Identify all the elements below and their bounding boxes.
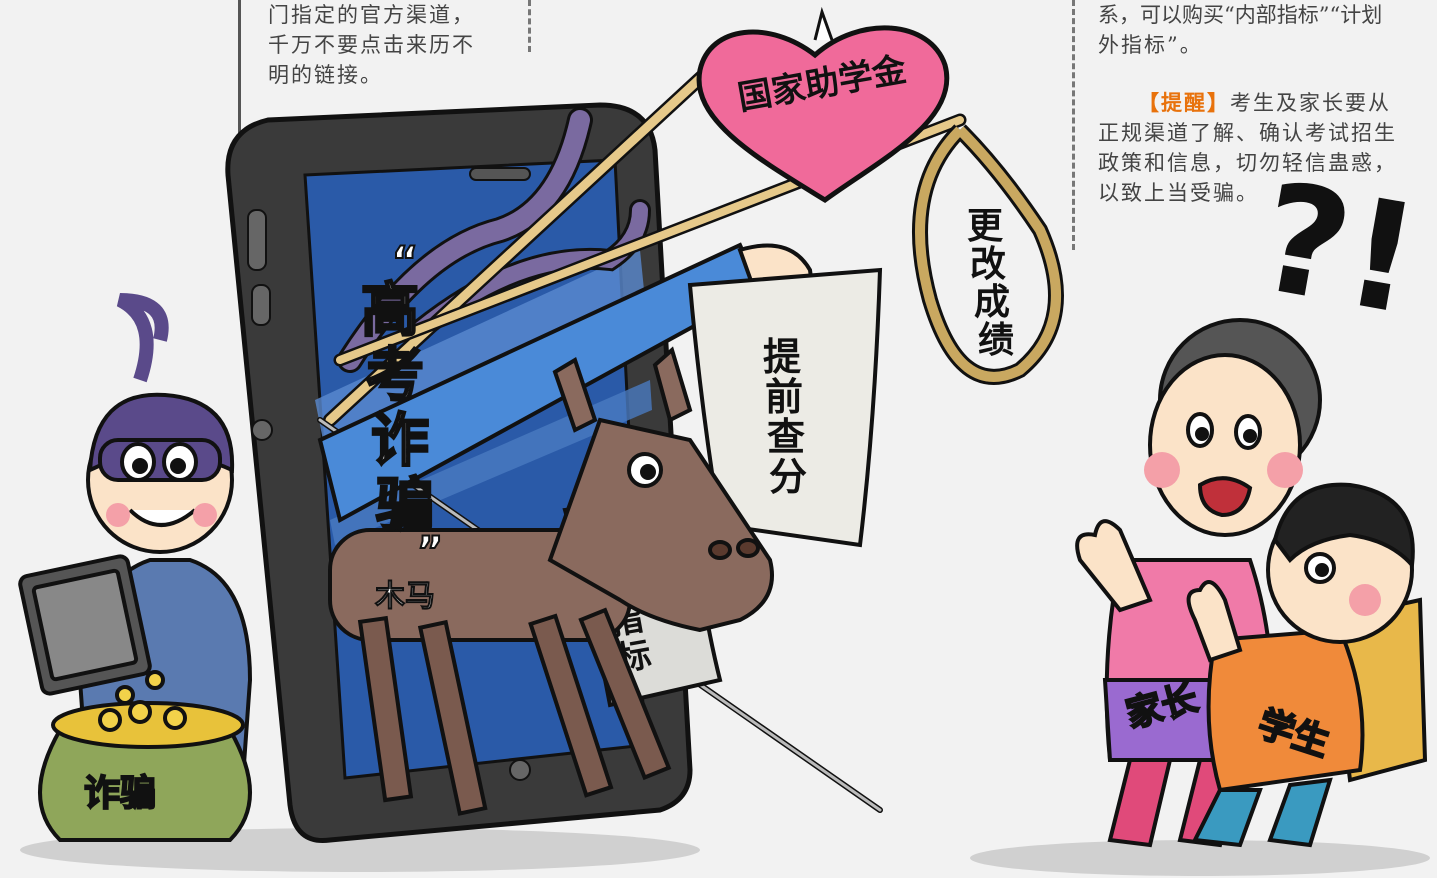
reminder-text-1: 考生及家长要从 <box>1230 91 1391 115</box>
noose-label: 更 改 成 绩 <box>967 206 1014 361</box>
phone-home-button <box>509 759 531 781</box>
right-column-text: 系，可以购买“内部指标”“计划 外指标”。 【提醒】考生及家长要从 正规渠道了解… <box>1098 0 1418 208</box>
title-char: ” <box>417 529 443 575</box>
left-line-2: 千万不要点击来历不 <box>268 33 475 57</box>
left-column-text: 门指定的官方渠道， 千万不要点击来历不 明的链接。 <box>268 0 518 90</box>
title-char: 高 <box>361 276 419 344</box>
money-bag <box>38 670 252 842</box>
left-column-rule <box>238 0 241 138</box>
reminder-line-2: 正规渠道了解、确认考试招生 <box>1098 121 1397 145</box>
trojan-horse <box>328 346 774 816</box>
phone-speaker <box>469 167 531 181</box>
paper-char: 提 <box>763 335 801 379</box>
paper-char: 查 <box>767 415 805 459</box>
left-line-1: 门指定的官方渠道， <box>268 3 475 27</box>
question-exclaim-symbols: ?! <box>1247 151 1430 349</box>
screen-glare <box>315 250 645 450</box>
left-column-dash <box>528 0 531 52</box>
title-char: “ <box>392 239 418 285</box>
right-column-dash <box>1072 0 1075 250</box>
reminder-line-1: 【提醒】考生及家长要从 <box>1098 88 1418 118</box>
reminder-line-3: 政策和信息，切勿轻信蛊惑， <box>1098 151 1397 175</box>
horse-label: 木马 <box>374 579 435 614</box>
ground-shadow-right <box>970 840 1430 876</box>
right-line-2: 外指标”。 <box>1098 33 1203 57</box>
phone-side-button <box>251 284 271 326</box>
noose-char: 绩 <box>978 320 1014 361</box>
heart-bait <box>696 6 950 204</box>
title-char: 考 <box>366 341 424 409</box>
title-char: 骗 <box>376 471 434 539</box>
noose-char: 成 <box>974 282 1010 323</box>
student <box>1186 482 1428 848</box>
phone-side-button <box>251 419 273 441</box>
phone-side-button <box>247 209 267 271</box>
noose-rope <box>912 124 1064 385</box>
noose-char: 改 <box>970 244 1006 285</box>
phone-title: “ 高 考 诈 骗 ” <box>360 238 444 576</box>
noose-char: 更 <box>967 206 1004 247</box>
paper-early-score: 提 前 查 分 <box>687 267 883 548</box>
left-line-3: 明的链接。 <box>268 63 383 87</box>
right-line-1: 系，可以购买“内部指标”“计划 <box>1098 3 1383 27</box>
paper-char: 前 <box>765 375 803 419</box>
reminder-tag: 【提醒】 <box>1138 90 1230 115</box>
title-char: 诈 <box>371 406 429 474</box>
paper-char: 分 <box>769 455 807 499</box>
reminder-line-4: 以致上当受骗。 <box>1098 181 1259 205</box>
bag-label: 诈骗 <box>84 773 156 814</box>
